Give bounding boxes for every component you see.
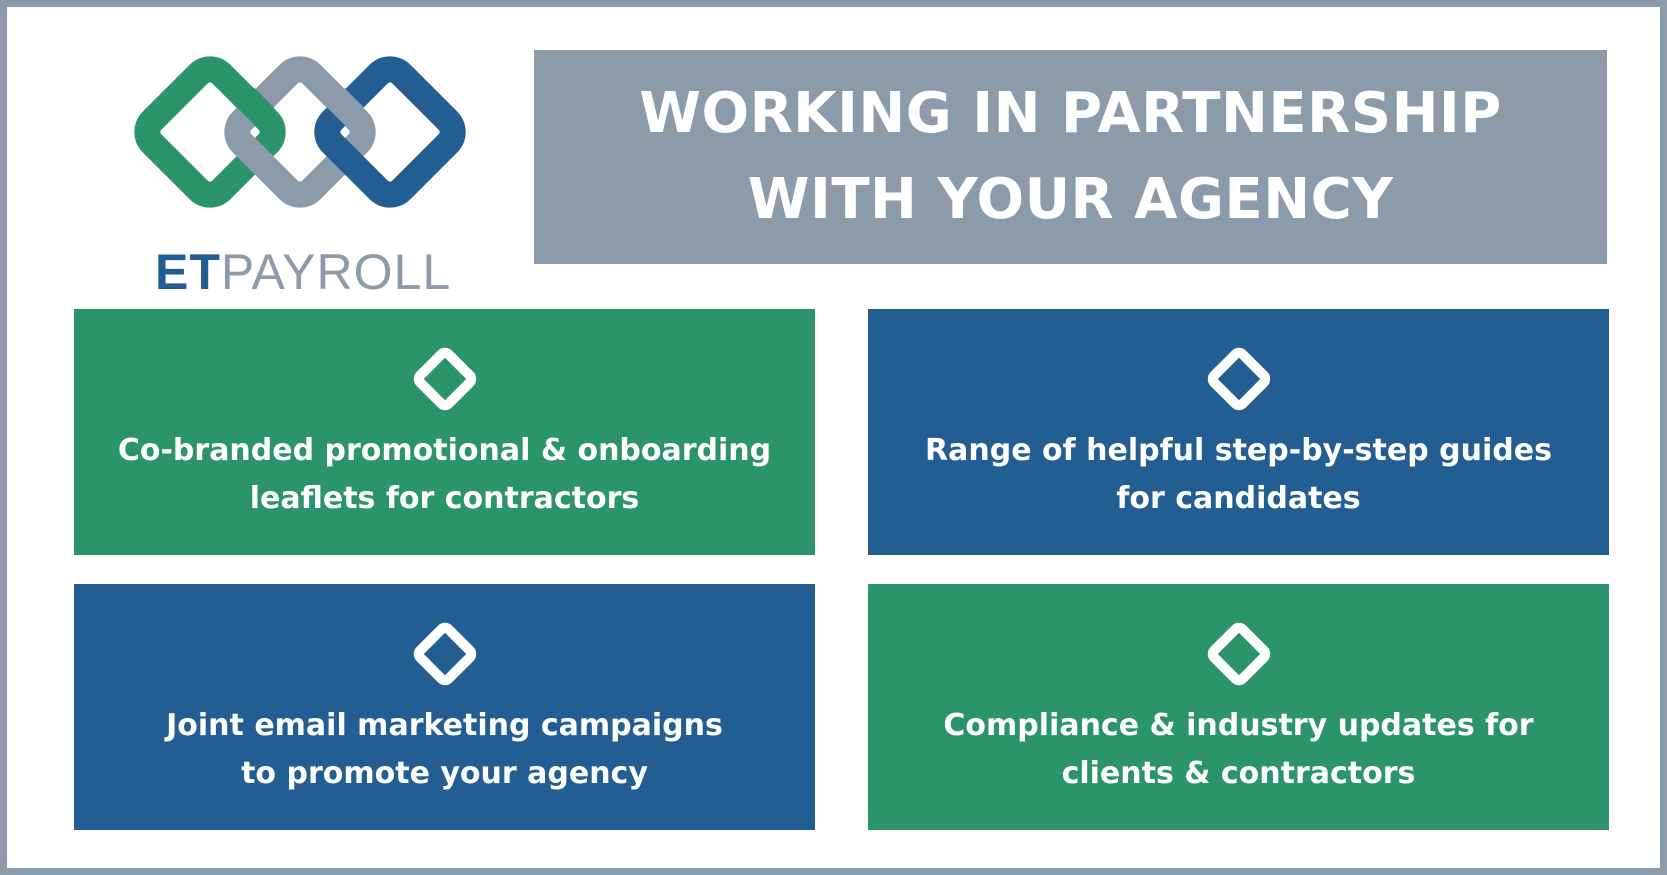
diamond-icon [1207, 347, 1270, 411]
feature-card-compliance: Compliance & industry updates for client… [868, 584, 1609, 830]
page-title-line-1: WORKING IN PARTNERSHIP [639, 81, 1502, 146]
feature-card-text: Joint email marketing campaigns to promo… [84, 702, 805, 798]
logo-wordmark-payroll: PAYROLL [220, 244, 452, 300]
feature-card-text: Range of helpful step-by-step guides for… [878, 427, 1599, 523]
feature-card-text-line-2: for candidates [1116, 481, 1361, 516]
feature-card-email-campaigns: Joint email marketing campaigns to promo… [74, 584, 815, 830]
feature-card-text-line-2: clients & contractors [1061, 756, 1416, 791]
feature-card-guides: Range of helpful step-by-step guides for… [868, 309, 1609, 555]
title-banner: WORKING IN PARTNERSHIP WITH YOUR AGENCY [534, 50, 1607, 264]
grey-link-overlap [325, 87, 365, 127]
feature-card-text: Compliance & industry updates for client… [878, 702, 1599, 798]
logo-wordmark: ETPAYROLL [155, 247, 451, 297]
feature-card-text-line-2: leaflets for contractors [249, 481, 640, 516]
page-title: WORKING IN PARTNERSHIP WITH YOUR AGENCY [639, 71, 1502, 243]
blue-link-shape [314, 56, 466, 208]
grey-link-shape [224, 56, 376, 208]
diamond-icon [413, 347, 476, 411]
feature-card-text-line-1: Range of helpful step-by-step guides [925, 433, 1552, 468]
chain-links-logo-icon [134, 56, 466, 208]
feature-card-text-line-2: to promote your agency [241, 756, 648, 791]
page-title-line-2: WITH YOUR AGENCY [747, 167, 1394, 232]
diamond-icon [413, 622, 476, 686]
feature-card-leaflets: Co-branded promotional & onboarding leaf… [74, 309, 815, 555]
feature-card-text: Co-branded promotional & onboarding leaf… [84, 427, 805, 523]
feature-card-text-line-1: Co-branded promotional & onboarding [117, 433, 772, 468]
et-payroll-logo: ETPAYROLL [125, 47, 475, 297]
green-link-shape [134, 56, 286, 208]
logo-wordmark-et: ET [155, 244, 221, 300]
feature-card-text-line-1: Compliance & industry updates for [943, 708, 1534, 743]
green-link-overlap [235, 87, 275, 127]
diamond-icon [1207, 622, 1270, 686]
feature-card-text-line-1: Joint email marketing campaigns [166, 708, 723, 743]
